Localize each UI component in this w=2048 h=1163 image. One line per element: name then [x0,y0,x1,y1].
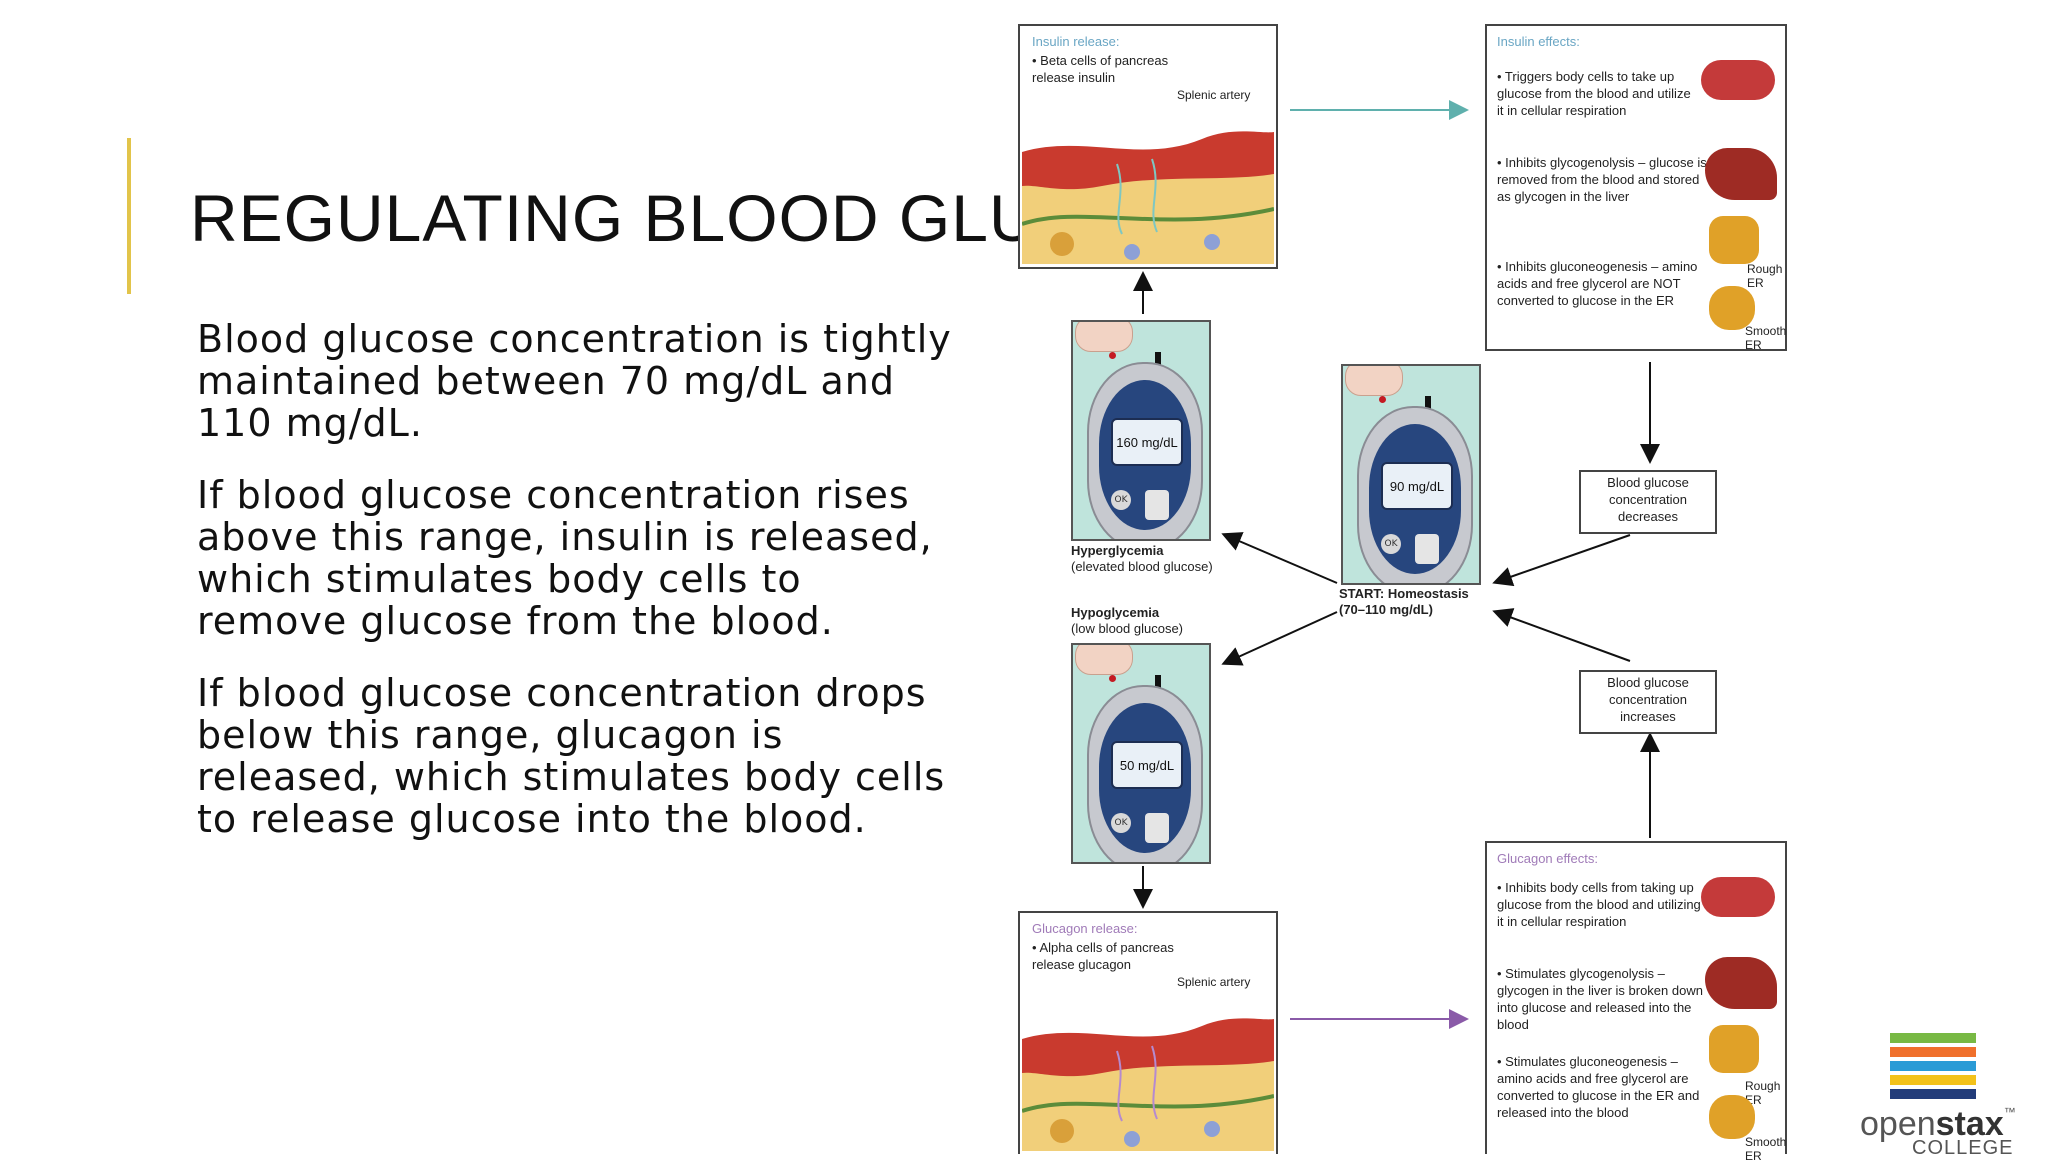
homeostasis-label: START: Homeostasis (70–110 mg/dL) [1339,586,1469,617]
hyperglycemia-meter-panel: 160 mg/dL OK [1071,320,1211,541]
meter-ok-button: OK [1381,534,1401,554]
insulin-effect-2: • Inhibits glycogenolysis – glucose is r… [1497,155,1707,204]
meter-arrow-buttons [1145,813,1169,843]
liver-icon [1705,148,1777,200]
finger-icon [1075,645,1133,675]
smooth-er-icon [1709,286,1755,330]
glucose-decreases-box: Blood glucose concentration decreases [1579,470,1717,534]
glucagon-release-panel: Glucagon release: • Alpha cells of pancr… [1018,911,1278,1154]
meter-arrow-buttons [1415,534,1439,564]
glucose-increases-box: Blood glucose concentration increases [1579,670,1717,734]
rough-er-icon [1709,1025,1759,1073]
blood-drop-icon [1109,675,1116,682]
smooth-er-label: Smooth ER [1745,324,1787,352]
logo-wordmark: openstax™ [1860,1105,2016,1143]
hypoglycemia-label: Hypoglycemia (low blood glucose) [1071,605,1184,636]
homeostasis-meter-panel: 90 mg/dL OK [1341,364,1481,585]
meter-reading: 160 mg/dL [1111,418,1183,466]
finger-icon [1075,322,1133,352]
meter-reading: 50 mg/dL [1111,741,1183,789]
logo-stripe-yellow [1890,1075,1976,1085]
blood-drop-icon [1109,352,1116,359]
pancreas-illustration [1022,131,1274,264]
glucagon-effect-3: • Stimulates gluconeogenesis – amino aci… [1497,1054,1700,1120]
rough-er-label: Rough ER [1747,262,1783,290]
insulin-effects-panel: Insulin effects: • Triggers body cells t… [1485,24,1787,352]
insulin-effect-1: • Triggers body cells to take up glucose… [1497,69,1691,118]
rough-er-icon [1709,216,1759,264]
glucagon-effect-1: • Inhibits body cells from taking up glu… [1497,880,1701,929]
insulin-release-panel: Insulin release: • Beta cells of pancrea… [1018,24,1278,269]
paragraph-insulin: If blood glucose concentration rises abo… [197,473,933,643]
glucagon-release-title: Glucagon release: [1032,921,1138,936]
arrow-homeostasis-to-hyper [1221,532,1338,584]
glucose-meter: 90 mg/dL OK [1357,406,1473,583]
meter-ok-button: OK [1111,490,1131,510]
logo-stripe-blue [1890,1061,1976,1071]
meter-reading: 90 mg/dL [1381,462,1453,510]
glucagon-effect-2: • Stimulates glycogenolysis – glycogen i… [1497,966,1703,1032]
finger-icon [1345,366,1403,396]
insulin-release-text: • Beta cells of pancreas release insulin [1032,53,1169,85]
blood-drop-icon [1379,396,1386,403]
liver-icon [1705,957,1777,1009]
glucagon-effects-panel: Glucagon effects: • Inhibits body cells … [1485,841,1787,1163]
glucose-meter: 160 mg/dL OK [1087,362,1203,539]
glucagon-release-text: • Alpha cells of pancreas release glucag… [1032,940,1174,972]
glucagon-effects-title: Glucagon effects: [1497,851,1598,866]
splenic-artery-label: Splenic artery [1177,975,1251,989]
arrow-homeostasis-to-hypo [1221,611,1338,666]
logo-stripe-navy [1890,1089,1976,1099]
paragraph-glucagon: If blood glucose concentration drops bel… [197,671,946,841]
insulin-release-title: Insulin release: [1032,34,1120,49]
glucose-meter: 50 mg/dL OK [1087,685,1203,862]
meter-ok-button: OK [1111,813,1131,833]
smooth-er-icon [1709,1095,1755,1139]
smooth-er-label: Smooth ER [1745,1135,1787,1163]
logo-stripe-green [1890,1033,1976,1043]
insulin-effects-title: Insulin effects: [1497,34,1580,49]
hyperglycemia-label: Hyperglycemia (elevated blood glucose) [1071,543,1213,574]
arrow-increases-to-homeostasis [1492,608,1631,662]
meter-arrow-buttons [1145,490,1169,520]
openstax-logo: openstax™ COLLEGE [1840,1025,2040,1159]
title-accent-bar [127,138,131,294]
logo-college: COLLEGE [1912,1137,2014,1159]
hypoglycemia-meter-panel: 50 mg/dL OK [1071,643,1211,864]
logo-stripe-orange [1890,1047,1976,1057]
mitochondrion-icon [1701,877,1775,917]
paragraph-range: Blood glucose concentration is tightly m… [197,317,952,445]
arrow-decreases-to-homeostasis [1492,534,1631,587]
body-text: Blood glucose concentration is tightly m… [197,318,957,870]
insulin-effect-3: • Inhibits gluconeogenesis – amino acids… [1497,259,1698,308]
splenic-artery-label: Splenic artery [1177,88,1251,102]
mitochondrion-icon [1701,60,1775,100]
pancreas-illustration [1022,1018,1274,1151]
